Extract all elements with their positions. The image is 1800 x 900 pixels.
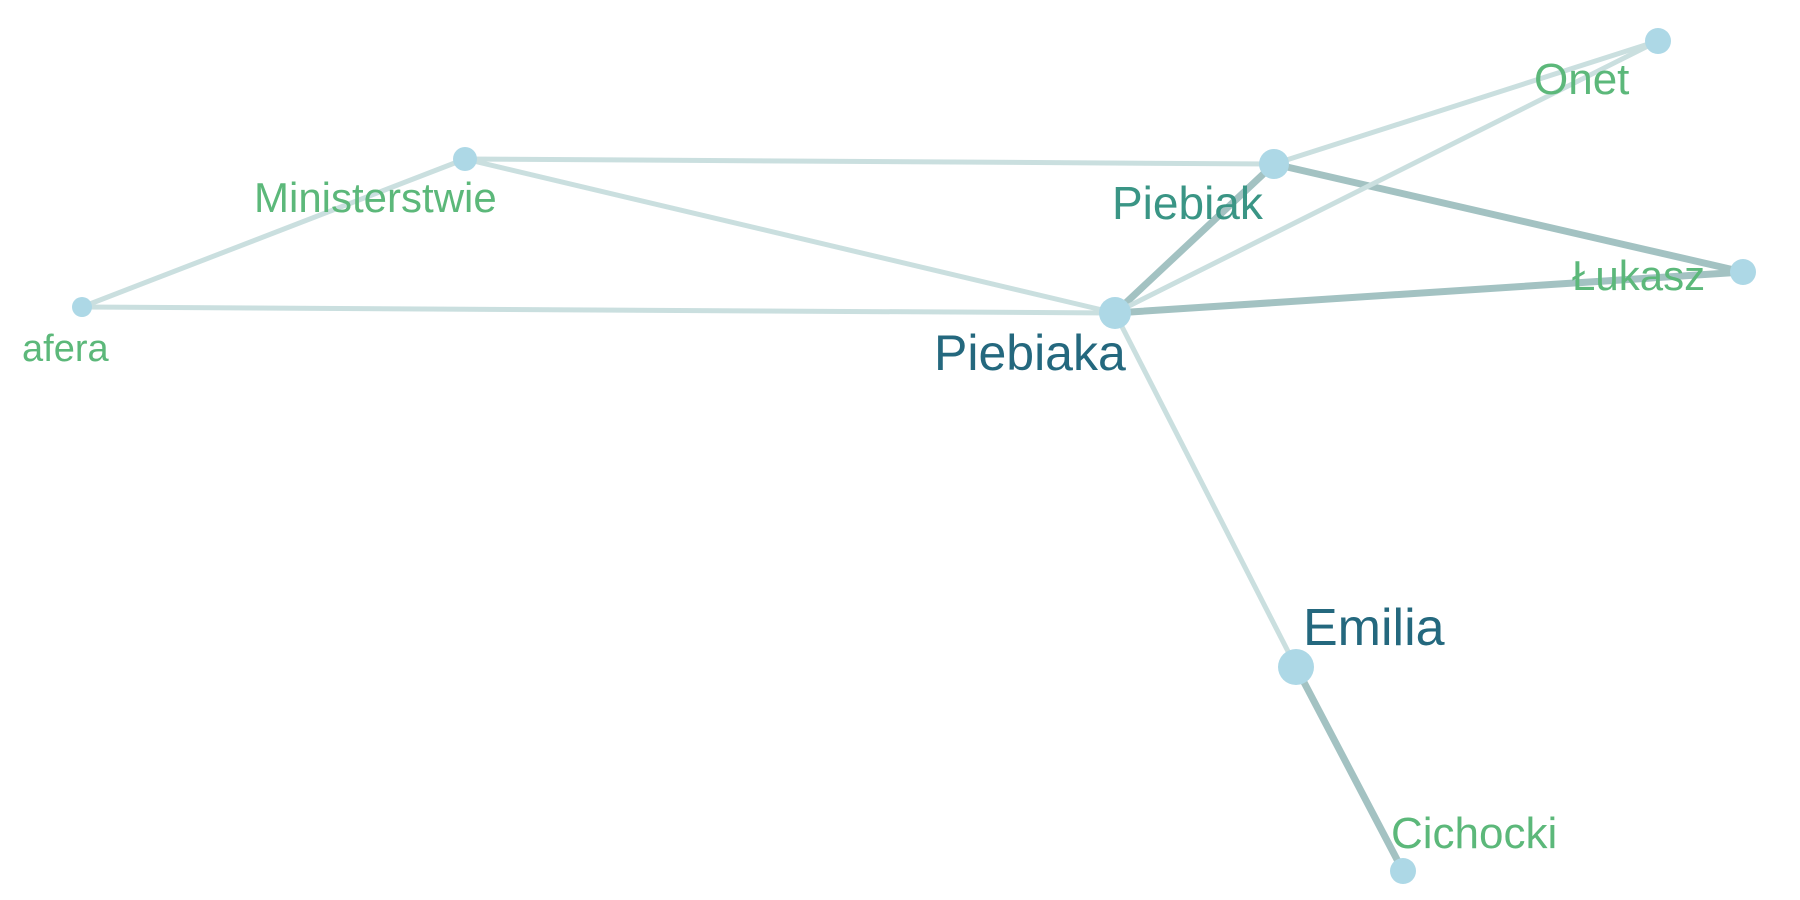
edges-layer <box>79 38 1747 875</box>
edge-piebiaka-lukasz <box>1111 268 1747 317</box>
node-label-piebiaka: Piebiaka <box>934 325 1126 381</box>
edge-emilia-cichocki <box>1292 663 1407 875</box>
node-label-onet: Onet <box>1534 55 1629 104</box>
edge-afera-piebiaka <box>79 304 1118 316</box>
node-label-cichocki: Cichocki <box>1391 809 1557 858</box>
node-label-ministerstwie: Ministerstwie <box>254 174 497 221</box>
node-ministerstwie <box>453 147 477 171</box>
node-label-afera: afera <box>22 328 109 370</box>
node-onet <box>1645 28 1671 54</box>
edge-piebiak-piebiaka <box>1111 160 1278 317</box>
edge-piebiak-lukasz <box>1270 160 1747 276</box>
node-afera <box>72 297 92 317</box>
nodes-layer <box>72 28 1756 884</box>
node-cichocki <box>1390 858 1416 884</box>
node-piebiaka <box>1099 297 1131 329</box>
node-lukasz <box>1730 259 1756 285</box>
edge-ministerstwie-piebiaka <box>462 156 1118 316</box>
node-piebiak <box>1259 149 1289 179</box>
node-label-emilia: Emilia <box>1303 599 1445 657</box>
edge-piebiaka-emilia <box>1112 310 1299 670</box>
edge-piebiaka-onet <box>1112 38 1661 316</box>
edge-piebiak-onet <box>1271 38 1661 167</box>
edge-afera-ministerstwie <box>79 156 468 310</box>
node-emilia <box>1278 649 1314 685</box>
edge-ministerstwie-piebiak <box>462 156 1277 167</box>
node-label-piebiak: Piebiak <box>1112 177 1264 229</box>
node-label-lukasz: Łukasz <box>1572 252 1705 299</box>
